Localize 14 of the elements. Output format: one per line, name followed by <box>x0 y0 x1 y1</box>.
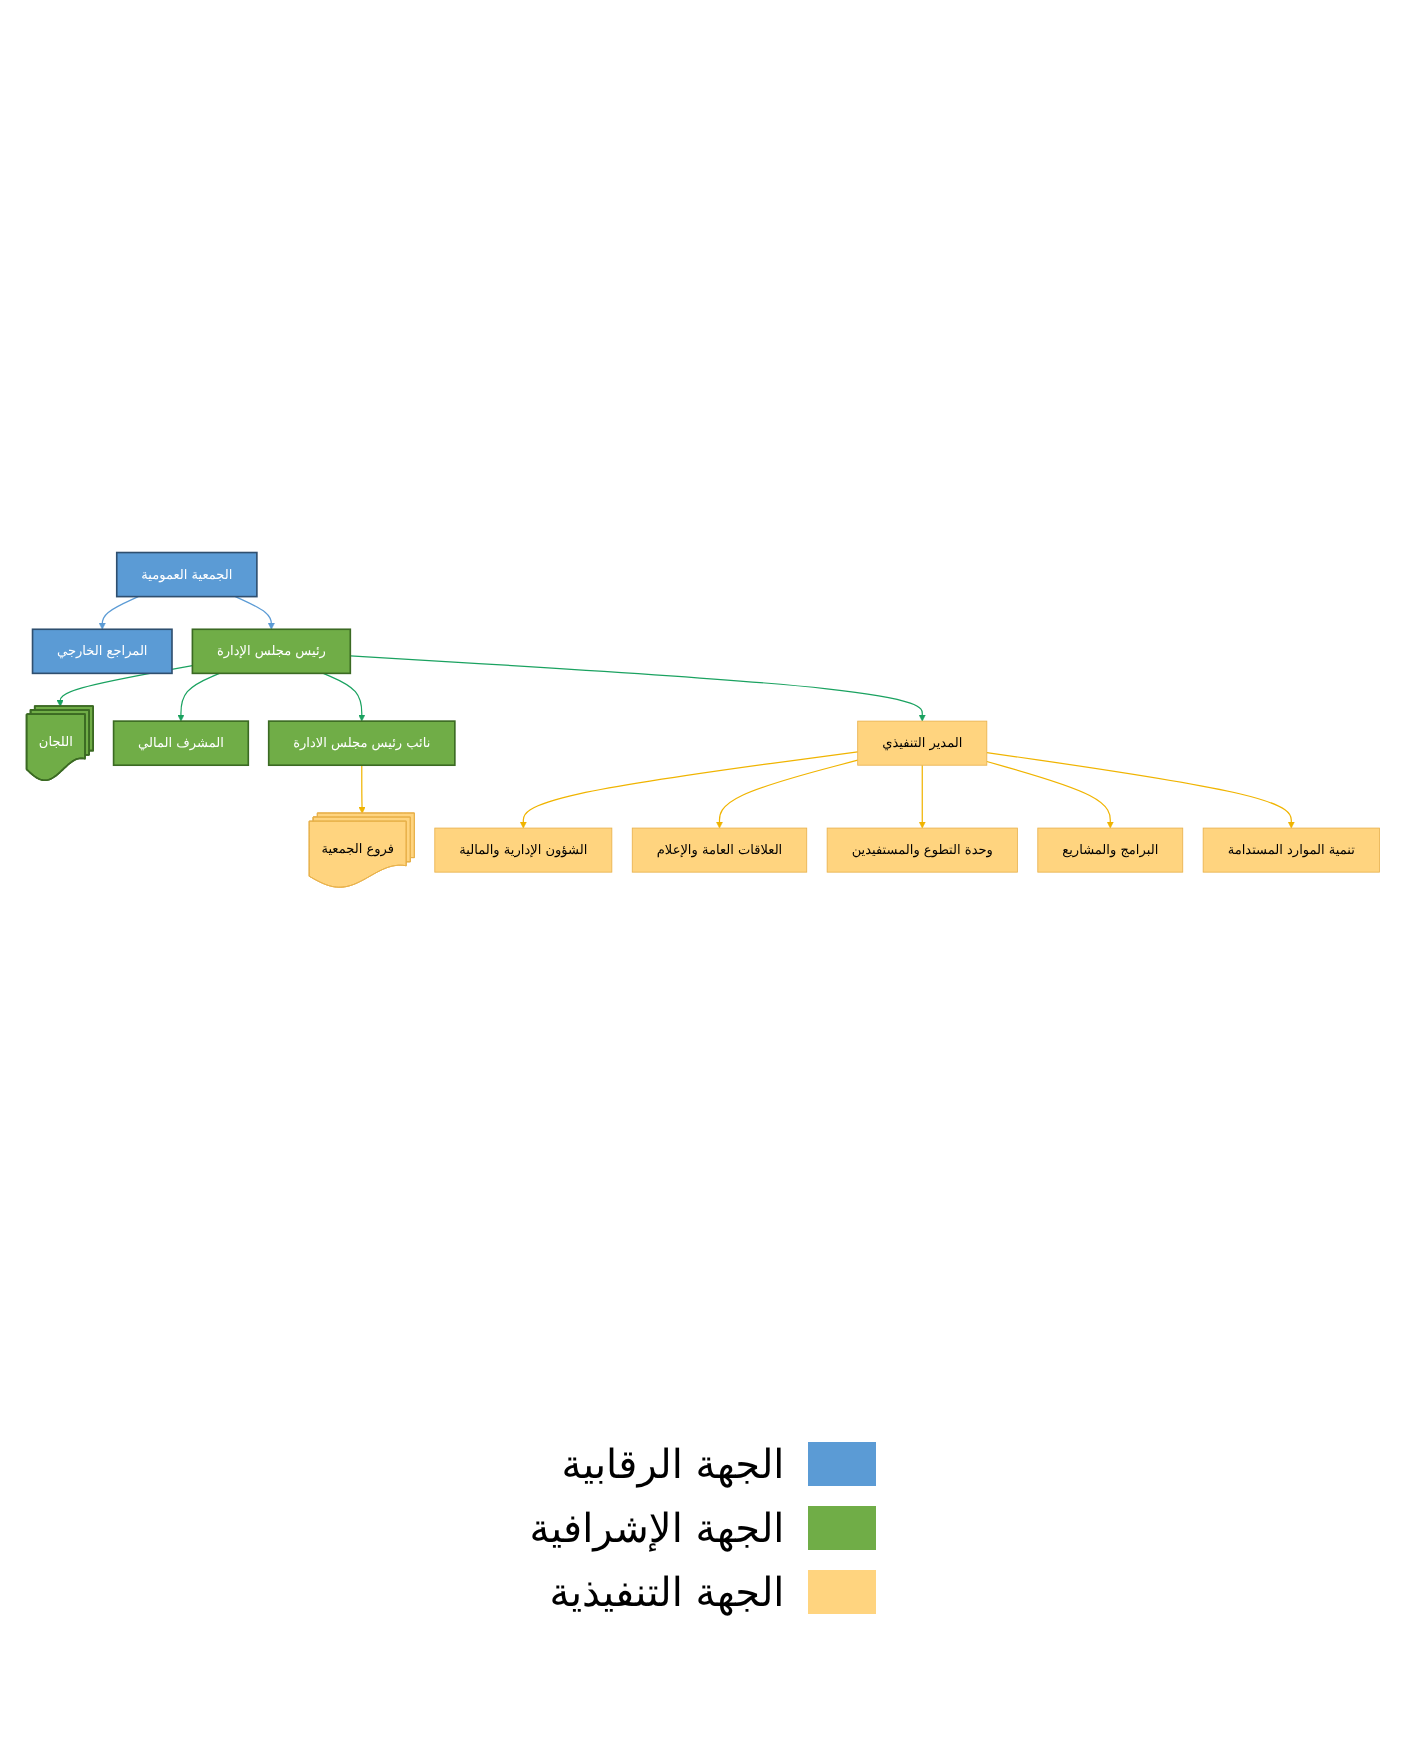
arrow <box>519 751 859 829</box>
arrow <box>98 596 139 630</box>
legend-text: الجهة الرقابية <box>561 1440 785 1488</box>
arrow <box>322 672 366 722</box>
arrow <box>986 761 1114 829</box>
arrow <box>715 759 859 829</box>
legend-text: الجهة الإشرافية <box>529 1504 785 1552</box>
arrow <box>234 596 275 630</box>
arrow <box>177 672 221 722</box>
arrow <box>918 764 926 829</box>
legend-text: الجهة التنفيذية <box>549 1568 785 1616</box>
arrow <box>349 655 926 722</box>
arrow <box>986 752 1295 829</box>
arrow <box>358 764 366 814</box>
